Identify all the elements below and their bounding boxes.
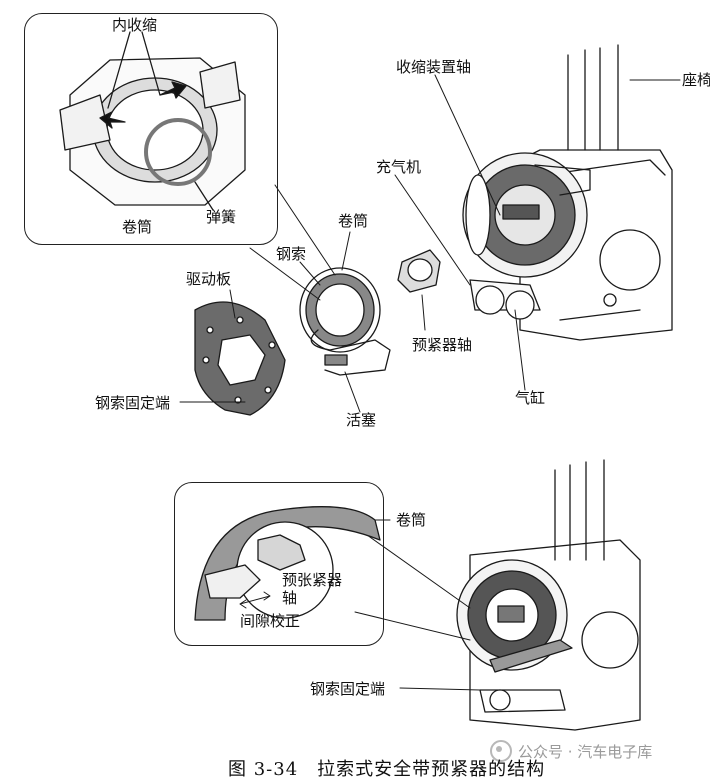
- label-gap-correction: 间隙校正: [240, 612, 301, 630]
- label-cylinder: 气缸: [515, 389, 546, 407]
- label-drive-plate: 驱动板: [186, 270, 232, 288]
- seat-frame-bottom: [469, 459, 641, 731]
- label-retractor-shaft: 收缩装置轴: [396, 58, 472, 76]
- label-spool: 卷筒: [338, 212, 369, 230]
- drive-plate: [194, 301, 286, 416]
- retractor-assembly-bottom: [456, 559, 573, 713]
- leader-lines: [179, 74, 681, 691]
- label-cable-fixed-end-bottom: 钢索固定端: [310, 680, 386, 698]
- inset-bottom-detail: [194, 506, 381, 621]
- label-spring: 弹簧: [206, 208, 237, 226]
- label-spool-inset: 卷筒: [122, 218, 153, 236]
- retractor-assembly-top: [462, 152, 591, 320]
- label-pretensioner-shaft-bottom-2: 轴: [282, 589, 298, 607]
- label-steel-cable: 钢索: [276, 245, 307, 263]
- pretensioner-shaft: [397, 249, 441, 293]
- wechat-channel-icon: [490, 740, 512, 762]
- label-cable-fixed-end: 钢索固定端: [95, 394, 171, 412]
- inset-top-detail: [59, 31, 246, 211]
- label-inner-contraction: 内收缩: [112, 16, 158, 34]
- label-seat-frame: 座椅: [682, 71, 710, 89]
- watermark-text: 公众号 · 汽车电子库: [518, 742, 653, 761]
- inset-frame-bottom: [174, 482, 384, 646]
- watermark: 公众号 · 汽车电子库: [490, 740, 652, 762]
- label-spool-bottom: 卷筒: [396, 511, 427, 529]
- label-inflator: 充气机: [376, 158, 422, 176]
- spool-with-cable: [299, 267, 391, 376]
- label-pretensioner-shaft: 预紧器轴: [412, 336, 473, 354]
- inset-frame-top: [24, 13, 278, 245]
- label-pretensioner-shaft-bottom-1: 预张紧器: [282, 571, 343, 589]
- label-piston: 活塞: [346, 411, 377, 429]
- figure-caption: 图 3-34 拉索式安全带预紧器的结构: [228, 759, 546, 780]
